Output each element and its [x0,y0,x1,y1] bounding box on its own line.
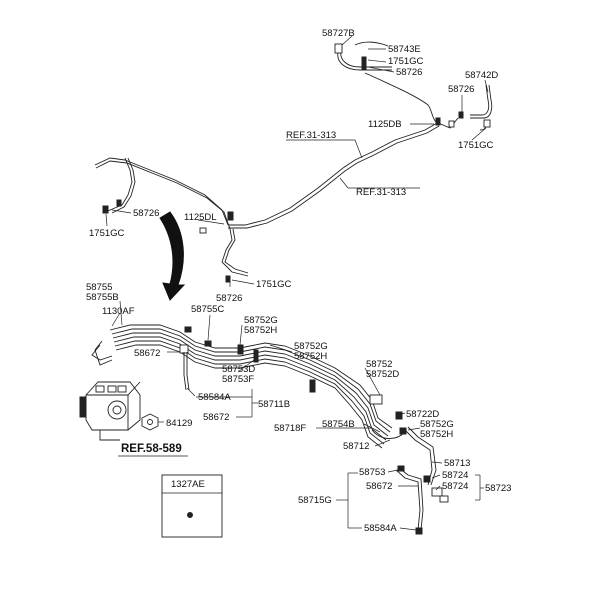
label-58752H-b: 58752H [294,351,327,362]
label-58722D: 58722D [406,409,439,420]
label-58752G-c: 58752G [420,419,454,430]
label-58753F: 58753F [222,374,254,385]
label-84129: 84129 [166,418,192,429]
label-58727B: 58727B [322,28,355,39]
part-labels: 58727B 58743E 1751GC 58726 58742D 58726 … [86,28,511,534]
label-58742D: 58742D [465,70,498,81]
label-58754B: 58754B [322,419,355,430]
label-1125DB: 1125DB [368,119,402,130]
label-58743E: 58743E [388,44,421,55]
ref-58-589: REF.58-589 [121,443,182,455]
direction-arrow [159,211,186,301]
label-58723: 58723 [485,483,511,494]
label-58726-mid: 58726 [216,293,242,304]
label-1327AE: 1327AE [171,479,205,490]
label-58713: 58713 [444,458,470,469]
label-58715G: 58715G [298,495,332,506]
label-58753: 58753 [359,467,385,478]
rear-left-flex-hose [458,84,493,131]
bracket-84129 [141,413,159,431]
label-58672-b: 58672 [203,412,229,423]
label-58672-c: 58672 [366,481,392,492]
label-58752D: 58752D [366,369,399,380]
label-58755B: 58755B [86,292,119,303]
label-58726-right: 58726 [448,84,474,95]
label-58755C: 58755C [191,304,224,315]
main-brake-pipe-bundle [91,324,449,535]
rear-brake-pipe [228,72,459,229]
rear-right-flex-hose [334,41,392,71]
label-58752H-c: 58752H [420,429,453,440]
label-58726-left: 58726 [133,208,159,219]
ref-31-313-lower: REF.31-313 [356,187,406,198]
label-1751GC-top: 1751GC [388,56,424,67]
label-1751GC-left: 1751GC [89,228,125,239]
bolt-box [161,474,223,538]
leader-lines [105,35,489,531]
label-58724-b: 58724 [442,481,468,492]
label-58584A-b: 58584A [364,523,397,534]
label-58752: 58752 [366,359,392,370]
label-58753D: 58753D [222,364,255,375]
label-58718F: 58718F [274,423,306,434]
label-1751GC-right: 1751GC [458,140,494,151]
ref-31-313-upper: REF.31-313 [286,130,336,141]
abs-module [79,381,141,441]
label-58726-top: 58726 [396,67,422,78]
label-1125DL: 1125DL [184,212,217,223]
label-1751GC-mid: 1751GC [256,279,292,290]
label-58712: 58712 [343,441,369,452]
front-left-brake-pipe [94,157,249,283]
label-58755: 58755 [86,282,112,293]
label-58724-a: 58724 [442,470,468,481]
label-58752H-a: 58752H [244,325,277,336]
label-58752G-a: 58752G [244,315,278,326]
label-58584A-a: 58584A [198,392,231,403]
label-1130AF: 1130AF [102,306,135,317]
label-58711B: 58711B [258,399,290,410]
label-58752G-b: 58752G [294,341,328,352]
bolt-icon [187,512,193,518]
label-58672-a: 58672 [134,348,160,359]
